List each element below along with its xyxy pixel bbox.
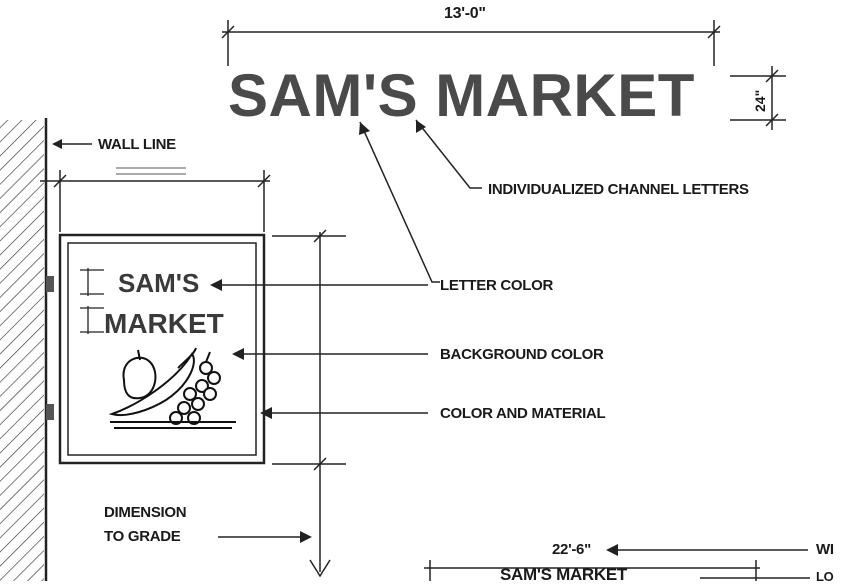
projection-dimension	[40, 170, 271, 232]
arrowhead-channel	[416, 120, 426, 133]
letter-color-label: LETTER COLOR	[440, 277, 554, 294]
background-color-arrowhead	[232, 348, 244, 360]
lower-right-partial-label2: LO	[816, 569, 834, 584]
letter-height-label: 24"	[752, 89, 768, 112]
top-dimension-label: 13'-0"	[444, 5, 486, 22]
grade-arrowhead	[300, 531, 312, 543]
wall-bracket-top	[46, 276, 54, 292]
arrowhead-letter	[359, 122, 370, 135]
sign-text-ticks	[80, 268, 104, 334]
letter-color-arrowhead	[210, 279, 222, 291]
lower-sign-text: SAM'S MARKET	[500, 565, 627, 584]
wall-line-arrowhead	[52, 139, 62, 149]
lower-right-partial-label: WI	[816, 541, 834, 558]
blade-sign-line1: SAM'S	[118, 268, 200, 298]
channel-letter-title: SAM'S MARKET	[228, 62, 695, 129]
dimension-label-line1: DIMENSION	[104, 504, 187, 521]
wall-line-label: WALL LINE	[98, 136, 176, 153]
lower-dimension-label: 22'-6"	[552, 541, 591, 558]
lower-dimension	[424, 549, 810, 581]
channel-letter-leaders	[359, 119, 482, 283]
top-dimension-line	[221, 20, 721, 66]
wall-bracket-bottom	[46, 404, 54, 420]
blade-sign-line2: MARKET	[104, 308, 224, 339]
grade-dimension	[218, 229, 346, 578]
background-color-label: BACKGROUND COLOR	[440, 346, 604, 363]
dimension-label-line2: TO GRADE	[104, 528, 181, 545]
produce-illustration	[108, 347, 236, 429]
color-material-arrowhead	[260, 407, 272, 419]
letter-height-dimension	[730, 66, 786, 130]
color-material-label: COLOR AND MATERIAL	[440, 405, 606, 422]
blade-sign-outer	[58, 233, 266, 465]
channel-letters-label: INDIVIDUALIZED CHANNEL LETTERS	[488, 181, 749, 198]
blade-sign-inner	[67, 242, 257, 456]
wall-hatch	[0, 120, 44, 581]
lower-arrowhead	[606, 544, 618, 556]
